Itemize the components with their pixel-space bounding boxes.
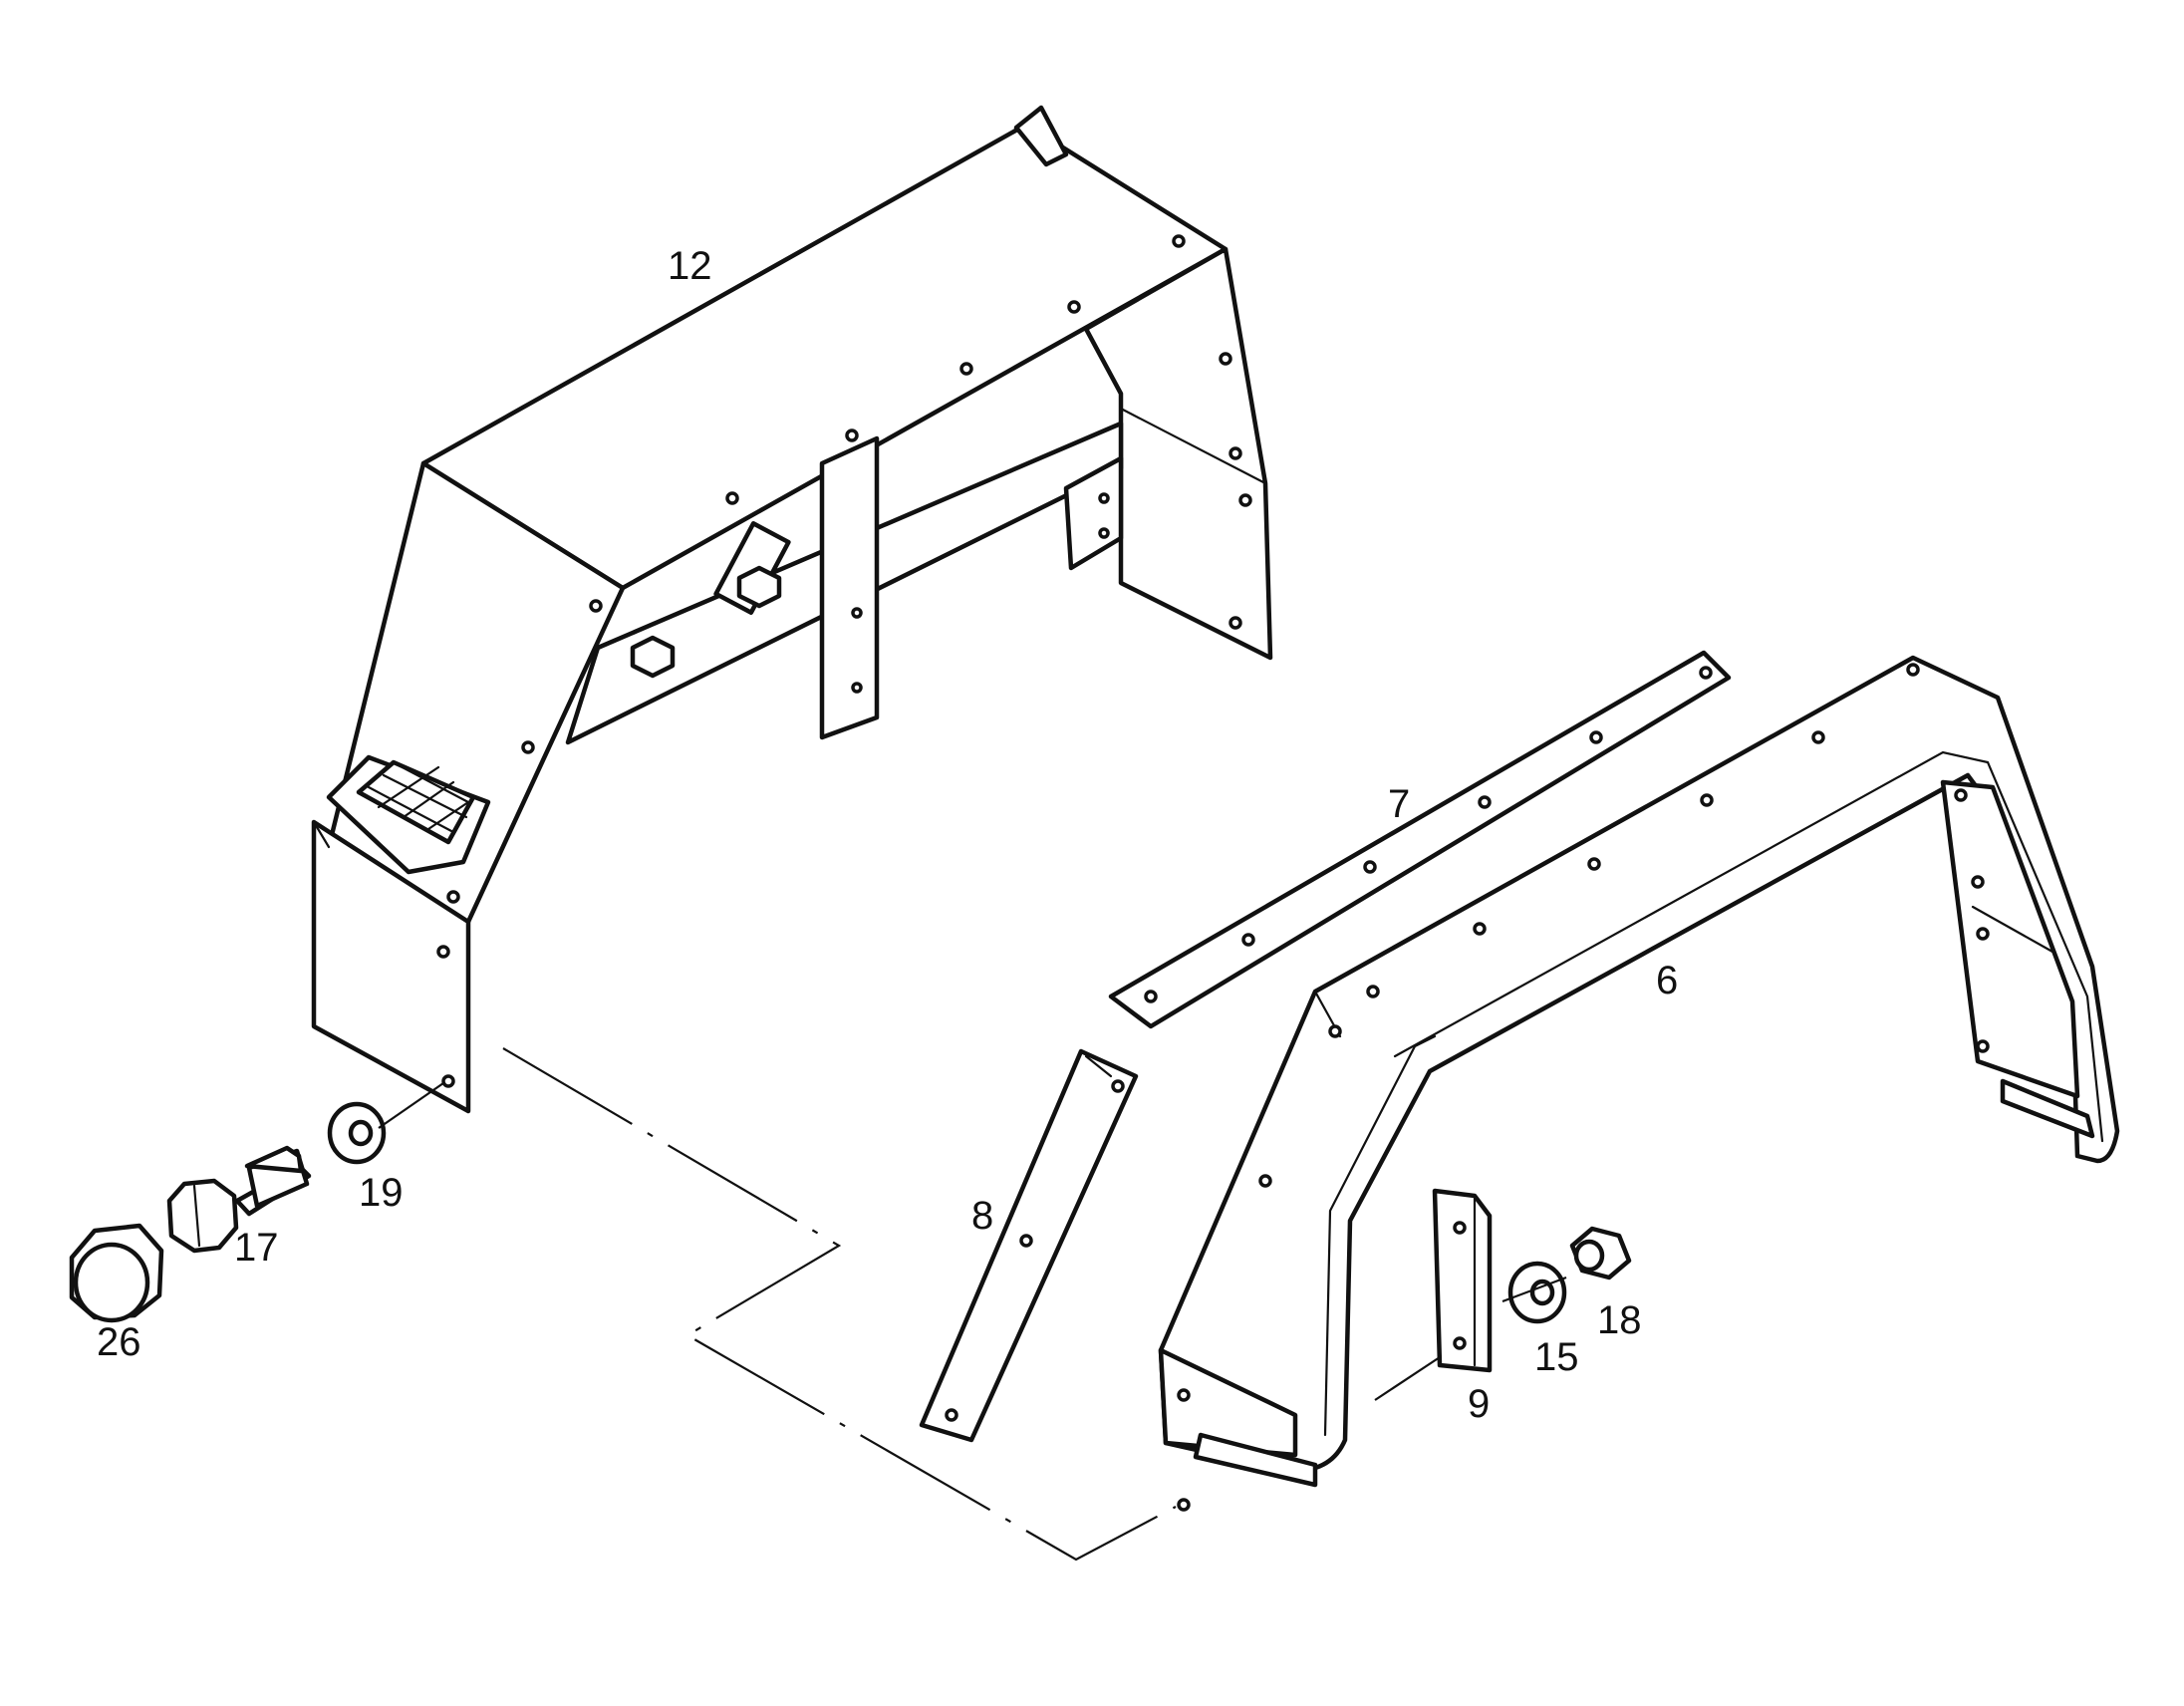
callout-6: 6 — [1656, 959, 1678, 1002]
assembly-lines — [378, 1047, 1567, 1562]
fender-assembly-12 — [311, 105, 1273, 1114]
callout-15: 15 — [1534, 1335, 1579, 1379]
callout-labels: 12 7 6 8 9 15 18 17 19 26 — [97, 244, 1678, 1426]
washer-15 — [1507, 1261, 1567, 1324]
angled-strip-8 — [919, 1048, 1139, 1443]
callout-12: 12 — [668, 244, 712, 288]
fender-6 — [1158, 655, 2120, 1512]
callout-19: 19 — [359, 1171, 404, 1215]
reflector-pad — [326, 754, 491, 875]
mounting-holes-12 — [436, 234, 1252, 1088]
callout-9: 9 — [1468, 1382, 1490, 1426]
callout-18: 18 — [1597, 1298, 1642, 1342]
callout-8: 8 — [971, 1194, 993, 1238]
plate-9 — [1432, 1188, 1493, 1373]
callout-26: 26 — [97, 1320, 141, 1364]
callout-17: 17 — [234, 1226, 279, 1270]
nut-18 — [1569, 1226, 1632, 1280]
cap-nut-26 — [69, 1223, 164, 1323]
top-strip-7 — [1108, 650, 1732, 1029]
washer-19 — [327, 1101, 387, 1165]
bolt-17 — [166, 1145, 312, 1254]
callout-7: 7 — [1388, 782, 1410, 826]
